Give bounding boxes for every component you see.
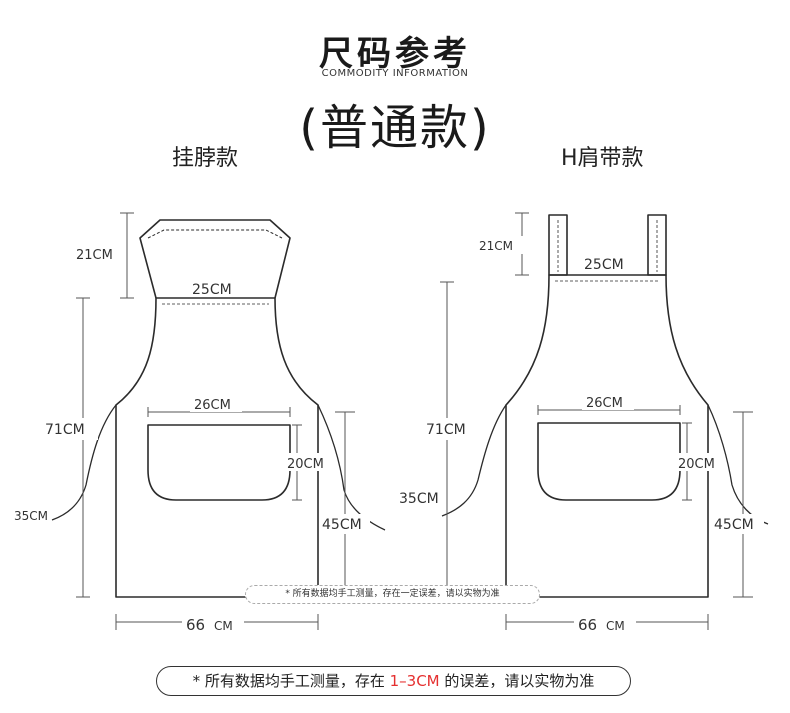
pocket xyxy=(147,424,291,501)
h-strap-length-dimension: 71CM xyxy=(426,422,466,438)
halter-style-label: 挂脖款 xyxy=(172,146,239,171)
left-waist-tie xyxy=(441,404,507,517)
footer-highlight: 1–3CM xyxy=(389,672,440,690)
halter-pocket-height-dimension: 20CM xyxy=(287,457,324,472)
pocket xyxy=(537,422,681,501)
h-strap-waist-tie-dimension: 45CM xyxy=(714,517,754,533)
halter-tie-dimension: 35CM xyxy=(14,509,48,523)
apron-body xyxy=(505,274,709,598)
h-strap-apron xyxy=(441,214,769,598)
halter-waist-tie-dimension: 45CM xyxy=(322,517,362,533)
measurement-note: * 所有数据均手工测量，存在一定误差，请以实物为准 xyxy=(245,585,540,604)
halter-top-dimension: 25CM xyxy=(192,282,232,298)
halter-dimensions xyxy=(76,212,355,630)
h-strap-pocket-height-dimension: 20CM xyxy=(678,457,715,472)
h-strap-width-unit: CM xyxy=(606,619,625,633)
h-strap-style-label: H肩带款 xyxy=(561,146,644,171)
neck-strap xyxy=(139,219,291,299)
halter-width-dimension: 66 xyxy=(186,616,205,634)
halter-strap-dimension: 21CM xyxy=(76,248,113,263)
page-title: 尺码参考 xyxy=(319,34,471,74)
halter-pocket-width-dimension: 26CM xyxy=(194,398,231,413)
left-waist-tie xyxy=(51,404,117,521)
h-strap-width-dimension: 66 xyxy=(578,616,597,634)
h-strap-tie-dimension: 35CM xyxy=(399,491,439,507)
h-strap-strap-dimension: 21CM xyxy=(479,239,513,253)
footer-prefix: * 所有数据均手工测量，存在 xyxy=(192,672,390,690)
footer-disclaimer: * 所有数据均手工测量，存在 1–3CM 的误差，请以实物为准 xyxy=(156,666,631,696)
footer-suffix: 的误差，请以实物为准 xyxy=(439,672,595,690)
page-subtitle: COMMODITY INFORMATION xyxy=(321,68,469,79)
halter-width-unit: CM xyxy=(214,619,233,633)
h-strap-pocket-width-dimension: 26CM xyxy=(586,396,623,411)
h-strap-top-dimension: 25CM xyxy=(584,257,624,273)
variant-heading: (普通款) xyxy=(299,100,491,156)
halter-length-dimension: 71CM xyxy=(45,422,85,438)
apron-body xyxy=(115,297,319,598)
